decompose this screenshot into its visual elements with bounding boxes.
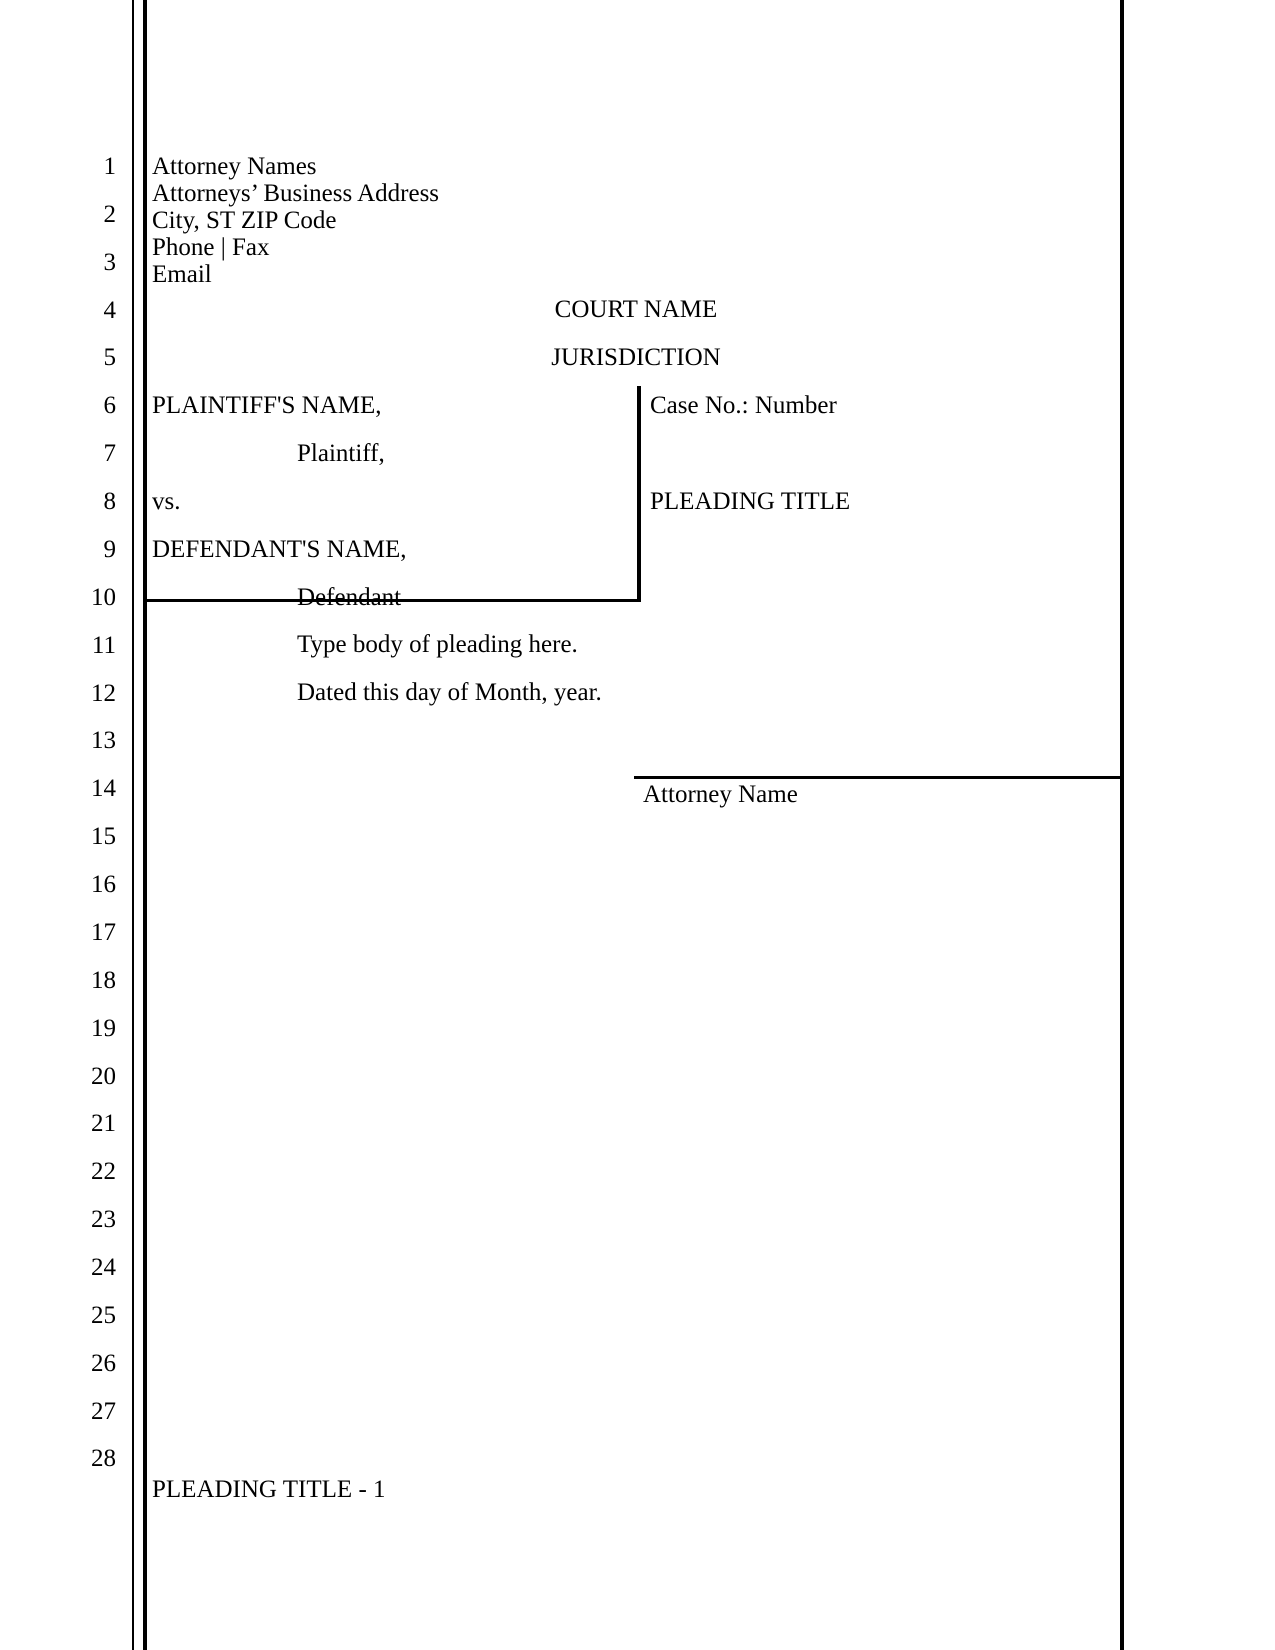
attorney-signature-name: Attorney Name [643, 781, 798, 808]
attorney-names-line: Attorney Names [152, 153, 317, 180]
line-number: 3 [103, 248, 117, 276]
line-number: 22 [91, 1158, 116, 1186]
plaintiff-name: PLAINTIFF'S NAME, [152, 392, 382, 419]
line-number: 14 [91, 775, 116, 803]
body-placeholder: Type body of pleading here. [297, 631, 578, 658]
line-number: 17 [91, 918, 116, 946]
court-name: COURT NAME [554, 296, 718, 323]
left-double-rule-inner [143, 0, 147, 1650]
line-number: 4 [103, 296, 117, 324]
line-number: 20 [91, 1062, 116, 1090]
line-number: 28 [91, 1445, 116, 1473]
line-number: 9 [103, 535, 117, 563]
line-number: 26 [91, 1349, 116, 1377]
line-number: 27 [91, 1397, 116, 1425]
line-number: 23 [91, 1206, 116, 1234]
attorney-block: Attorney Names Attorneys’ Business Addre… [152, 153, 439, 288]
line-number: 24 [91, 1254, 116, 1281]
line-number: 2 [103, 200, 117, 228]
attorney-address-line: Attorneys’ Business Address [152, 180, 440, 207]
signature-rule [634, 776, 1120, 779]
line-number: 18 [91, 966, 116, 994]
dated-line: Dated this day of Month, year. [297, 679, 602, 706]
defendant-name: DEFENDANT'S NAME, [152, 536, 407, 563]
line-number: 10 [91, 583, 116, 611]
jurisdiction: JURISDICTION [551, 344, 721, 371]
line-number: 16 [91, 871, 116, 899]
line-number: 8 [103, 488, 117, 516]
line-number: 11 [91, 631, 116, 659]
defendant-designation: Defendant [297, 584, 402, 611]
line-number: 5 [103, 344, 117, 372]
right-margin-rule [1120, 0, 1124, 1650]
line-number: 6 [103, 392, 117, 420]
attorney-phone-line: Phone | Fax [152, 234, 270, 261]
versus-label: vs. [152, 488, 181, 515]
pleading-title: PLEADING TITLE [650, 488, 851, 515]
caption-divider-rule [637, 386, 641, 602]
line-number: 21 [91, 1110, 116, 1138]
footer-page-title: PLEADING TITLE - 1 [152, 1476, 386, 1503]
line-number: 13 [91, 727, 116, 755]
line-number: 15 [91, 823, 116, 851]
line-number: 19 [91, 1014, 116, 1042]
case-number: Case No.: Number [650, 392, 837, 419]
line-number: 1 [103, 153, 117, 180]
caption-bottom-rule [145, 599, 641, 602]
attorney-city-line: City, ST ZIP Code [152, 207, 337, 234]
line-number: 12 [91, 679, 116, 707]
line-number: 7 [103, 440, 117, 468]
left-double-rule-outer [132, 0, 134, 1650]
attorney-email-line: Email [152, 261, 212, 288]
line-number: 25 [91, 1301, 116, 1329]
plaintiff-designation: Plaintiff, [297, 440, 385, 467]
